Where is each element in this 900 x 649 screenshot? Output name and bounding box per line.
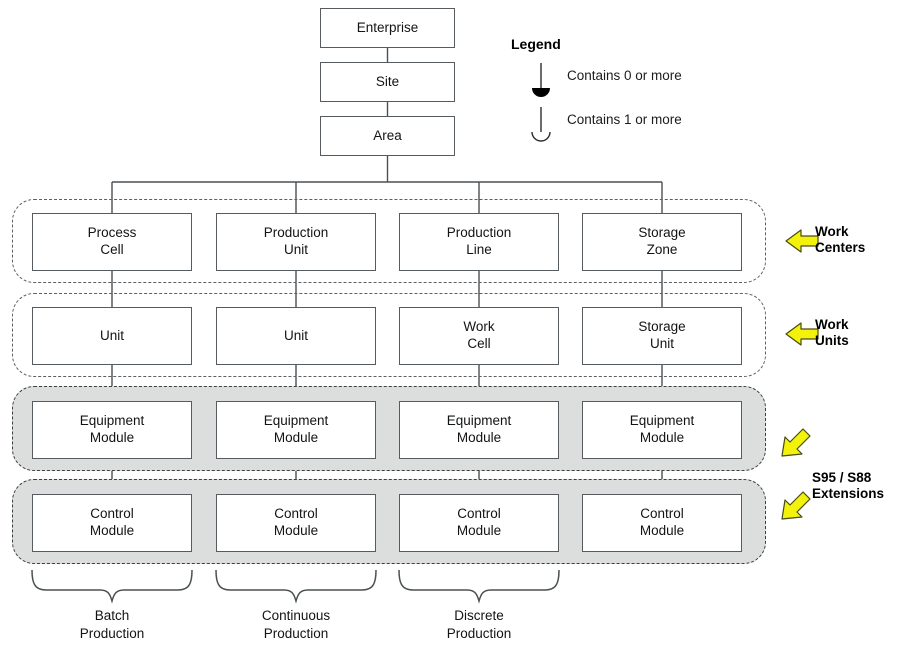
arrow-extensions-upper [781, 428, 811, 457]
node-storage-unit-label: Storage Unit [638, 319, 686, 351]
node-enterprise-label: Enterprise [356, 19, 419, 35]
brace-caption-continuous-production: Continuous Production [261, 608, 331, 641]
arrow-work-units [785, 322, 819, 346]
brace-continuous [215, 569, 377, 604]
node-equipment-module-1-label: Equipment Module [79, 413, 145, 445]
node-storage-unit[interactable]: Storage Unit [582, 307, 742, 365]
node-enterprise[interactable]: Enterprise [320, 8, 455, 48]
legend-label-contains-1-or-more: Contains 1 or more [567, 112, 682, 127]
brace-discrete [398, 569, 560, 604]
node-work-cell[interactable]: Work Cell [399, 307, 559, 365]
node-area-label: Area [373, 127, 402, 143]
links-centers-to-units [111, 271, 663, 307]
side-label-work-units: Work Units [815, 317, 849, 349]
node-control-module-2[interactable]: Control Module [216, 494, 376, 552]
node-unit-1-label: Unit [99, 327, 124, 343]
node-equipment-module-3[interactable]: Equipment Module [399, 401, 559, 459]
node-storage-zone[interactable]: Storage Zone [582, 213, 742, 271]
node-work-cell-label: Work Cell [463, 319, 495, 351]
node-control-module-1-label: Control Module [89, 506, 135, 538]
node-equipment-module-3-label: Equipment Module [446, 413, 512, 445]
node-production-line-label: Production Line [446, 225, 512, 257]
node-production-unit-label: Production Unit [263, 225, 329, 257]
legend-symbol-contains-1-or-more [531, 107, 551, 142]
node-control-module-4[interactable]: Control Module [582, 494, 742, 552]
side-label-work-centers: Work Centers [815, 224, 866, 256]
node-equipment-module-1[interactable]: Equipment Module [32, 401, 192, 459]
node-production-line[interactable]: Production Line [399, 213, 559, 271]
node-area[interactable]: Area [320, 116, 455, 156]
brace-caption-batch-production: Batch Production [79, 608, 145, 641]
node-control-module-2-label: Control Module [273, 506, 319, 538]
arrow-extensions-lower [781, 491, 811, 520]
node-production-unit[interactable]: Production Unit [216, 213, 376, 271]
node-unit-2[interactable]: Unit [216, 307, 376, 365]
node-process-cell[interactable]: Process Cell [32, 213, 192, 271]
node-equipment-module-4[interactable]: Equipment Module [582, 401, 742, 459]
group-work-units [12, 293, 766, 377]
brace-batch [31, 569, 193, 604]
node-control-module-4-label: Control Module [639, 506, 685, 538]
node-process-cell-label: Process Cell [87, 225, 137, 257]
legend-title: Legend [511, 36, 561, 52]
legend-symbol-contains-0-or-more [532, 63, 550, 97]
node-site[interactable]: Site [320, 62, 455, 102]
group-work-centers [12, 199, 766, 283]
node-storage-zone-label: Storage Zone [638, 225, 686, 257]
node-unit-2-label: Unit [283, 327, 308, 343]
legend-label-contains-0-or-more: Contains 0 or more [567, 68, 682, 83]
side-label-s95-s88-extensions: S95 / S88 Extensions [812, 470, 885, 502]
arrow-work-centers [785, 229, 819, 253]
node-equipment-module-4-label: Equipment Module [629, 413, 695, 445]
node-equipment-module-2-label: Equipment Module [263, 413, 329, 445]
node-unit-1[interactable]: Unit [32, 307, 192, 365]
node-control-module-1[interactable]: Control Module [32, 494, 192, 552]
brace-caption-discrete-production: Discrete Production [446, 608, 512, 641]
area-fanout-bus [111, 181, 663, 213]
node-control-module-3[interactable]: Control Module [399, 494, 559, 552]
node-site-label: Site [375, 73, 400, 89]
node-control-module-3-label: Control Module [456, 506, 502, 538]
node-equipment-module-2[interactable]: Equipment Module [216, 401, 376, 459]
